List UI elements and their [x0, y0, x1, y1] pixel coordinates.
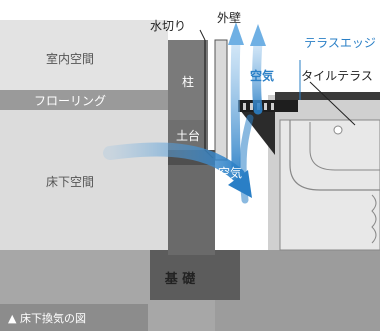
label-terrace-edge: テラスエッジ — [304, 36, 376, 50]
label-air-top: 空気 — [250, 68, 274, 83]
terrace-scallops — [371, 194, 377, 244]
air-flow-up-left-head — [228, 22, 244, 45]
tile-surface — [275, 92, 380, 100]
air-flow-up-right-head — [250, 24, 266, 46]
caption-text: ▲ 床下換気の図 — [8, 311, 86, 325]
label-pillar: 柱 — [182, 74, 194, 89]
terrace-edge — [238, 100, 298, 112]
air-flow-down-right — [239, 114, 254, 204]
exterior-wall — [214, 39, 228, 161]
terrace-curve-outer — [289, 120, 380, 191]
label-air-bottom: 空気 — [218, 165, 242, 180]
flooring-band — [0, 90, 168, 110]
pillar — [168, 40, 208, 120]
label-tile-terrace: タイルテラス — [301, 69, 373, 83]
tile-terrace-leader — [309, 81, 356, 126]
foundation-upper — [168, 165, 215, 255]
terrace-panel — [279, 119, 380, 251]
air-flow-up-left — [230, 35, 241, 175]
terrace-marker — [333, 125, 343, 135]
label-flooring: フローリング — [34, 94, 106, 108]
water-drip-leader — [199, 29, 206, 41]
label-exterior-wall: 外壁 — [217, 10, 241, 25]
air-flow-horizontal — [103, 142, 245, 182]
label-underfloor-space: 床下空間 — [46, 175, 94, 189]
caption-strip — [0, 304, 148, 331]
label-sill: 土台 — [176, 128, 200, 143]
label-water-drip: 水切り — [150, 19, 186, 33]
underfloor-area — [0, 110, 168, 250]
label-foundation: 基 礎 — [164, 271, 197, 287]
label-indoor-space: 室内空間 — [46, 51, 94, 66]
terrace-curve-inner — [309, 122, 380, 171]
air-flow-up-right — [252, 37, 263, 115]
